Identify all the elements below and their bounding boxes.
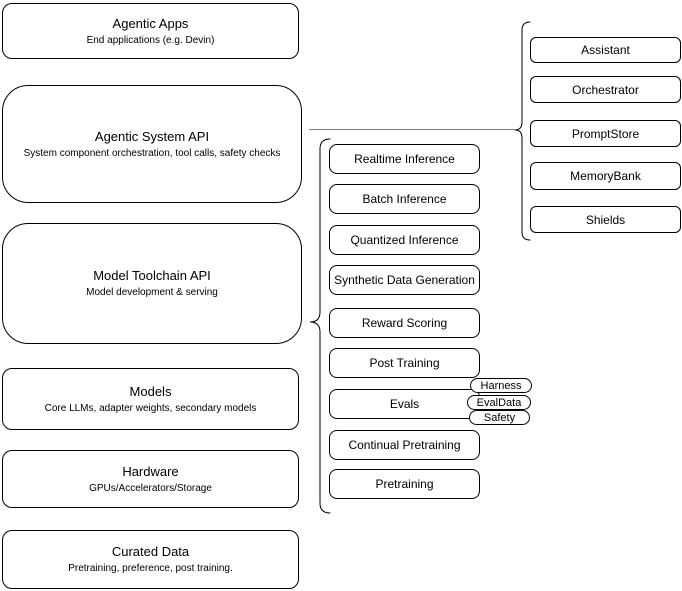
node-agentic-apps: Agentic Apps End applications (e.g. Devi… [2,3,299,59]
node-subtitle: Model development & serving [86,287,218,298]
node-subtitle: Core LLMs, adapter weights, secondary mo… [44,402,257,414]
node-label: Batch Inference [362,192,447,206]
brace-toolchain-group-icon [309,138,331,514]
node-continual-pretraining: Continual Pretraining [329,430,480,460]
brace-system-group-icon [514,21,531,241]
node-label: Continual Pretraining [348,438,461,452]
node-title: Models [129,383,172,399]
node-label: MemoryBank [570,169,641,183]
node-pretraining: Pretraining [329,469,480,499]
node-hardware: Hardware GPUs/Accelerators/Storage [2,450,299,508]
node-label: PromptStore [571,126,640,141]
node-memorybank: MemoryBank [530,162,681,190]
node-label: Reward Scoring [361,316,448,330]
node-synthetic-data-generation: Synthetic Data Generation [329,265,480,295]
node-label: Post Training [369,356,440,370]
node-title: Hardware [122,463,179,479]
node-subtitle: GPUs/Accelerators/Storage [89,482,212,494]
node-label: Quantized Inference [350,233,459,247]
node-promptstore: PromptStore [530,120,681,147]
node-subtitle: End applications (e.g. Devin) [86,34,215,46]
node-label: Realtime Inference [354,152,455,166]
tag-evaldata: EvalData [467,395,531,410]
node-label: Pretraining [375,477,434,491]
node-realtime-inference: Realtime Inference [329,144,480,174]
node-model-toolchain-api: Model Toolchain API Model development & … [2,223,302,344]
node-title: Agentic Apps [112,15,189,31]
node-assistant: Assistant [530,37,681,63]
connector-system-api-line [309,129,515,130]
node-quantized-inference: Quantized Inference [329,225,480,255]
node-label: Assistant [581,43,630,57]
node-subtitle: Pretraining, preference, post training. [68,563,233,574]
node-post-training: Post Training [329,348,480,378]
node-label: Orchestrator [572,82,639,97]
node-agentic-system-api: Agentic System API System component orch… [2,85,302,203]
node-label: Evals [389,397,420,411]
node-reward-scoring: Reward Scoring [329,308,480,338]
node-evals: Evals [329,389,480,419]
node-label: Shields [585,212,626,227]
node-label: Synthetic Data Generation [334,273,475,287]
node-title: Agentic System API [94,128,210,144]
node-orchestrator: Orchestrator [530,76,681,103]
node-shields: Shields [530,206,681,233]
tag-harness: Harness [470,378,532,393]
node-models: Models Core LLMs, adapter weights, secon… [2,368,299,430]
tag-label: EvalData [476,396,522,409]
tag-label: Safety [483,411,516,424]
tag-label: Harness [480,379,522,392]
node-batch-inference: Batch Inference [329,184,480,214]
tag-safety: Safety [469,410,530,425]
node-subtitle: System component orchestration, tool cal… [23,147,281,159]
node-title: Model Toolchain API [93,268,211,283]
node-title: Curated Data [111,544,190,559]
node-curated-data: Curated Data Pretraining, preference, po… [2,530,299,589]
